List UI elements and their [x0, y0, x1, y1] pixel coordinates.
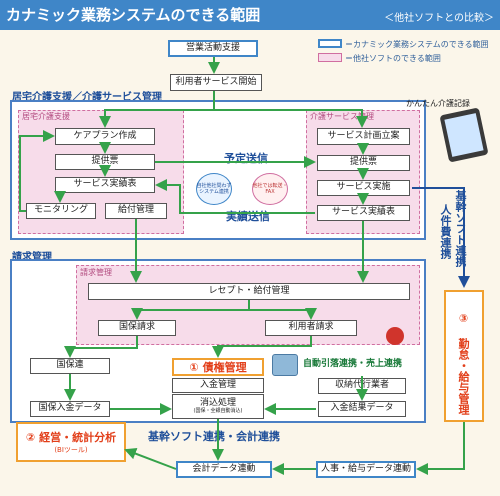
legend-swatch-kanamic: [318, 39, 342, 48]
service-record-right-node: サービス実績表: [317, 205, 410, 221]
clearing-note: (国保・全銀自動消込): [193, 407, 243, 414]
care-section-title: 居宅介護支援／介護サービス管理: [12, 92, 162, 103]
bi-tool-label: (BIツール): [54, 446, 88, 454]
service-record-left-node: サービス実績表: [55, 177, 155, 193]
accounting-data-link-node: 会計データ連動: [176, 461, 272, 478]
insurance-claim-node: 国保請求: [98, 320, 176, 336]
home-care-panel-title: 居宅介護支援: [22, 112, 70, 121]
receivable-management-badge: ① 債権管理: [172, 358, 264, 376]
legend-kanamic: ＝カナミック業務システムのできる範囲: [345, 40, 489, 49]
user-service-start-node: 利用者サービス開始: [170, 74, 262, 91]
monitoring-node: モニタリング: [26, 203, 96, 219]
labor-cost-link-vertical: 人件費連携: [439, 204, 452, 259]
attendance-payroll-badge: [444, 290, 484, 422]
clearing-node: 消込処理 (国保・全銀自動消込): [172, 394, 264, 419]
benefit-management-node: 給付管理: [105, 203, 167, 219]
legend-swatch-other: [318, 53, 342, 62]
receipt-benefit-node: レセプト・給付管理: [88, 283, 410, 300]
clearing-label: 消込処理: [199, 397, 236, 408]
care-service-panel-title: 介護サービス管理: [310, 112, 374, 121]
easy-care-record-label: かんたん介護記録: [406, 99, 470, 108]
hr-payroll-link-node: 人事・給与データ連動: [316, 461, 416, 478]
bank-icon: [386, 327, 404, 345]
management-analysis-label: ② 経営・統計分析: [25, 431, 117, 444]
kokuho-deposit-node: 国保入金データ: [30, 401, 110, 417]
billing-section-title: 請求管理: [12, 252, 52, 263]
user-claim-node: 利用者請求: [265, 320, 357, 336]
page-title: カナミック業務システムのできる範囲: [6, 6, 261, 24]
other-coop-badge: 他社では転送・ FAX: [252, 173, 288, 205]
page-subtitle: ＜他社ソフトとの比較＞: [384, 13, 494, 24]
server-icon: [272, 354, 298, 376]
management-analysis-badge: ② 経営・統計分析 (BIツール): [16, 422, 126, 462]
attendance-payroll-label: ③ 勤怠・給与管理: [457, 312, 470, 415]
kokuhoren-node: 国保連: [30, 358, 110, 374]
core-accounting-link-label: 基幹ソフト連携・会計連携: [148, 430, 280, 443]
sales-support-node: 営業活動支援: [168, 40, 258, 57]
deposit-result-node: 入金結果データ: [318, 401, 406, 417]
legend-other: ＝他社ソフトのできる範囲: [345, 54, 441, 63]
deposit-management-node: 入金管理: [172, 378, 264, 393]
header-bar: [0, 0, 500, 30]
own-coop-badge: 自社他社問わず システム連携: [196, 173, 232, 205]
billing-panel-title: 請求管理: [80, 268, 112, 277]
receivable-management-label: ① 債権管理: [189, 361, 247, 374]
auto-debit-link-label: 自動引落連携・売上連携: [303, 359, 403, 369]
